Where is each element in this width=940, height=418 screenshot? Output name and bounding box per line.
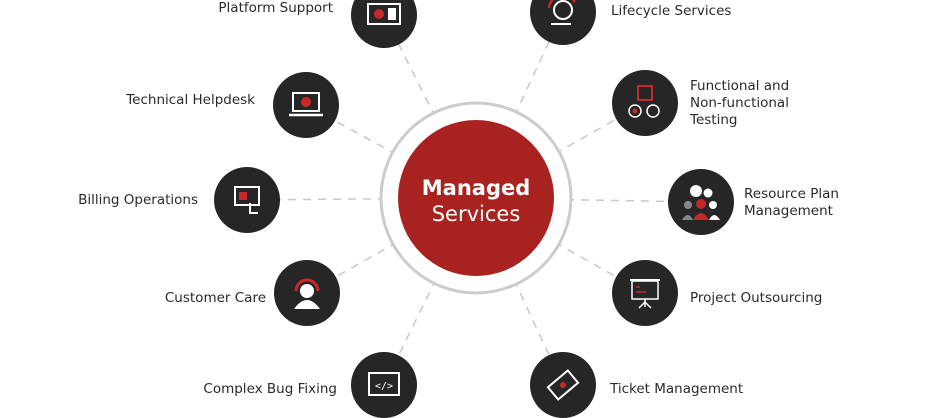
label-billing-operations: Billing Operations — [78, 192, 198, 208]
headset-icon — [294, 278, 320, 309]
ticket-icon — [546, 369, 580, 401]
node-bug-fixing[interactable]: </> — [351, 352, 417, 418]
label-customer-care: Customer Care — [164, 290, 266, 306]
connector-lines — [246, 11, 702, 386]
label-project-outsourcing: Project Outsourcing — [690, 290, 823, 306]
node-customer-care[interactable] — [274, 260, 340, 326]
center-title: Managed — [421, 176, 531, 200]
code-icon: </> — [368, 372, 400, 396]
node-resource-plan[interactable] — [668, 169, 734, 235]
presentation-board-icon — [630, 279, 660, 309]
center-subtitle: Services — [431, 202, 521, 226]
label-line: Non-functional — [690, 95, 789, 111]
label-technical-helpdesk: Technical Helpdesk — [126, 92, 255, 108]
svg-text:</>: </> — [375, 381, 393, 392]
label-bug-fixing: Complex Bug Fixing — [203, 381, 337, 397]
label-resource-plan: Resource Plan Management — [744, 186, 839, 220]
node-technical-helpdesk[interactable] — [273, 72, 339, 138]
label-testing: Functional and Non-functional Testing — [690, 78, 789, 129]
node-project-outsourcing[interactable] — [612, 260, 678, 326]
label-line: Management — [744, 203, 833, 219]
laptop-wrench-icon — [289, 92, 323, 117]
cycle-gear-icon — [547, 0, 577, 25]
center-circle — [398, 120, 554, 276]
node-testing[interactable] — [612, 70, 678, 136]
team-gears-icon — [682, 185, 720, 220]
label-ticket-management: Ticket Management — [610, 381, 744, 397]
label-lifecycle-services: Lifecycle Services — [611, 3, 732, 19]
server-gear-icon — [367, 3, 401, 25]
node-ticket-management[interactable] — [530, 352, 596, 418]
label-line: Resource Plan — [744, 186, 839, 202]
label-platform-support: Platform Support — [218, 0, 333, 16]
billing-icon — [234, 186, 260, 214]
label-line: Testing — [690, 112, 738, 128]
chip-test-icon — [628, 85, 660, 118]
node-billing-operations[interactable] — [214, 167, 280, 233]
label-line: Functional and — [690, 78, 790, 94]
